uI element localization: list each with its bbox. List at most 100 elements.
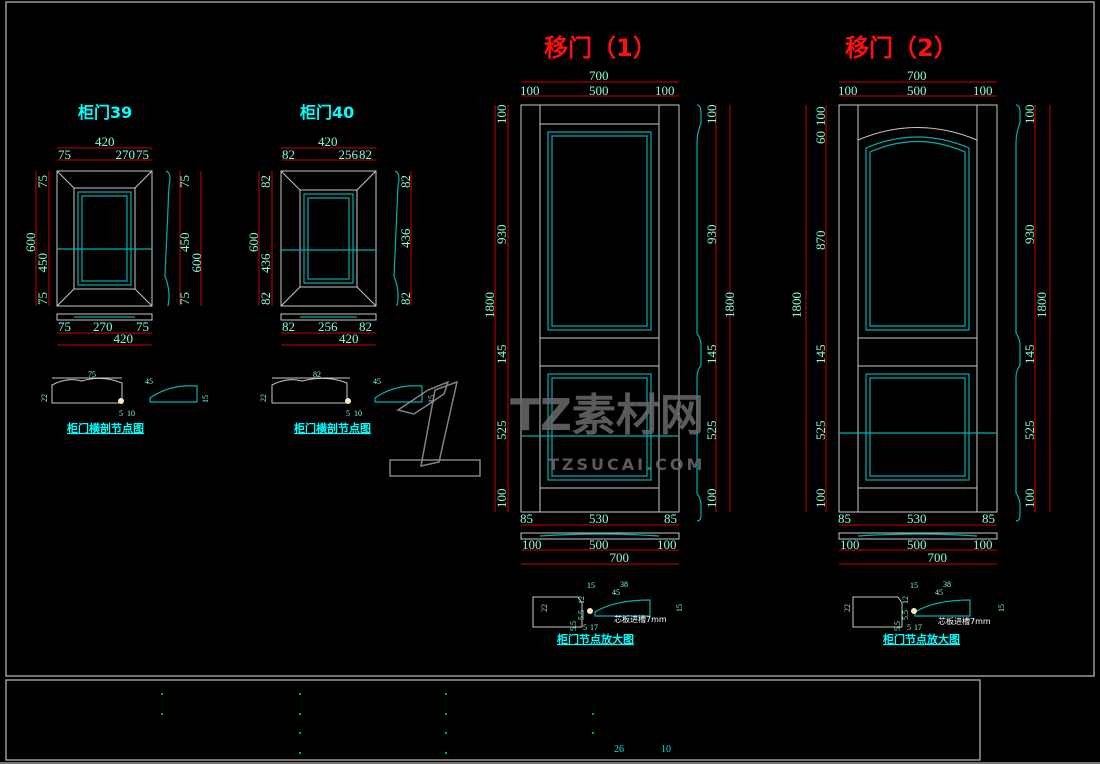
- d2-left-bottom: 100: [813, 489, 828, 509]
- d2-detail-17: 17: [914, 623, 922, 632]
- d1-bottom-right: 85: [664, 511, 677, 526]
- title-block: 26 10: [161, 693, 671, 755]
- d1-detail-22: 22: [540, 604, 549, 612]
- d1-right-rail: 145: [704, 345, 719, 365]
- c39-right-total: 600: [189, 253, 204, 273]
- c40-section-width: 82: [313, 370, 321, 379]
- c40-bottom-total: 420: [339, 331, 359, 346]
- d1-detail-12: 12: [577, 596, 586, 604]
- d1-detail-45: 45: [612, 588, 620, 597]
- d1-left-rail: 145: [494, 345, 509, 365]
- c40-top-total: 420: [318, 134, 338, 149]
- c40-bottom-right: 82: [359, 319, 372, 334]
- c39-left-top: 75: [35, 175, 50, 188]
- c39-top-right: 75: [136, 147, 149, 162]
- c39-section-detail: 75 45 22 15 5 10: [40, 370, 210, 418]
- d1-detail-15: 15: [587, 581, 595, 590]
- c39-bottom-left: 75: [58, 319, 71, 334]
- d1-detail-5b: 5.5: [569, 621, 578, 631]
- c39-bottom-right: 75: [136, 319, 149, 334]
- c39-section-caption: 柜门横剖节点图: [66, 421, 144, 435]
- d1-left-lower: 525: [494, 421, 509, 441]
- d1-bottom-left: 85: [520, 511, 533, 526]
- cabinet40-title: 柜门40: [300, 103, 354, 122]
- d1-top-right: 100: [655, 83, 675, 98]
- c39-bottom-total: 420: [114, 331, 134, 346]
- c40-left-mid: 436: [258, 253, 273, 273]
- d1-detail-15b: 15: [675, 604, 684, 612]
- c40-section-caption: 柜门横剖节点图: [293, 421, 371, 435]
- d1-detail-note: 芯板进槽7mm: [614, 614, 667, 624]
- d2-right-top: 100: [1022, 105, 1037, 125]
- c40-top-right: 82: [359, 147, 372, 162]
- c40-left-bottom: 82: [258, 292, 273, 305]
- c39-top-left: 75: [58, 147, 71, 162]
- d1-top-mid: 500: [589, 83, 609, 98]
- d1-detail: 15 38 45 22 15 12 5.5 5.5 5 17 芯板进槽7mm: [532, 580, 684, 632]
- d1-detail-5: 5: [583, 623, 587, 632]
- d1-right-lower: 525: [704, 421, 719, 441]
- c40-section-gap-b: 10: [354, 409, 362, 418]
- c39-section-width: 75: [88, 370, 96, 379]
- d1-top-total: 700: [589, 68, 609, 83]
- c40-section-reach: 45: [373, 377, 381, 386]
- watermark-url: TZSUCAI.COM: [548, 455, 705, 474]
- d2-plan-total: 700: [928, 550, 948, 565]
- d2-detail-12: 12: [901, 596, 910, 604]
- cabinet-door-40[interactable]: 柜门40 420 82 256 82 600 436 82 82 82 436 …: [246, 103, 436, 435]
- d2-left-upper: 870: [813, 231, 828, 251]
- d1-detail-caption: 柜门节点放大图: [556, 632, 634, 646]
- d2-detail-45: 45: [935, 588, 943, 597]
- sliding-door-2[interactable]: 移门（2） 700 100 500 100 1800 100 60 870 14…: [789, 34, 1051, 646]
- d1-detail-38: 38: [620, 580, 628, 589]
- d2-detail-15: 15: [910, 581, 918, 590]
- d1-plan-right: 100: [657, 537, 677, 552]
- c39-section-gap-b: 10: [127, 409, 135, 418]
- title-block-value-b: 10: [661, 744, 671, 755]
- d2-top-mid: 500: [907, 83, 927, 98]
- c39-right-top: 75: [177, 175, 192, 188]
- door1-title: 移门（1）: [544, 34, 657, 62]
- c39-section-gap-a: 5: [119, 409, 123, 418]
- d1-right-upper: 930: [704, 225, 719, 245]
- d2-plan-mid: 500: [907, 537, 927, 552]
- drawing-border: [5, 1, 1095, 677]
- d2-detail-5a: 5.5: [901, 610, 910, 620]
- watermark-logo-icon: [389, 380, 481, 477]
- c40-bottom-mid: 256: [318, 319, 338, 334]
- c40-section-detail: 82 45 22 15 5 10: [259, 370, 436, 418]
- d2-detail-note: 芯板进槽7mm: [938, 616, 991, 626]
- c40-section-height: 22: [259, 394, 268, 402]
- c39-section-panel: 15: [201, 395, 210, 403]
- watermark-brand: TZ素材网: [510, 390, 704, 441]
- d2-detail: 15 38 45 22 15 12 5.5 5.5 5 17 芯板进槽7mm: [843, 580, 1006, 632]
- d2-plan-right: 100: [973, 537, 993, 552]
- d2-left-arch: 60: [813, 131, 828, 144]
- c39-top-total: 420: [95, 134, 115, 149]
- d2-right-upper: 930: [1022, 225, 1037, 245]
- c40-bottom-left: 82: [282, 319, 295, 334]
- d1-right-bottom: 100: [704, 489, 719, 509]
- c40-right-bottom: 82: [398, 292, 413, 305]
- c39-right-bottom: 75: [177, 292, 192, 305]
- title-block-value-a: 26: [614, 744, 624, 755]
- d2-left-top: 100: [813, 107, 828, 127]
- door2-title: 移门（2）: [845, 34, 958, 62]
- d2-detail-5: 5: [907, 623, 911, 632]
- d2-left-rail: 145: [813, 345, 828, 365]
- d2-bottom-mid: 530: [907, 511, 927, 526]
- d2-detail-5b: 5.5: [893, 621, 902, 631]
- c39-section-height: 22: [40, 394, 49, 402]
- cabinet-door-39[interactable]: 柜门39 420 75 270 75 600 450 75 75 75 450 …: [23, 103, 210, 435]
- d2-bottom-right: 85: [982, 511, 995, 526]
- c40-top-mid: 256: [339, 147, 359, 162]
- d2-top-total: 700: [907, 68, 927, 83]
- sliding-door-1[interactable]: 移门（1） 700 100 500 100 1800 100 930 145 5…: [482, 34, 737, 646]
- d2-detail-caption: 柜门节点放大图: [882, 632, 960, 646]
- c39-left-mid: 450: [35, 253, 50, 273]
- d2-detail-22: 22: [843, 604, 852, 612]
- d2-right-rail: 145: [1022, 345, 1037, 365]
- c39-left-total: 600: [23, 233, 38, 253]
- watermark: TZ素材网 TZSUCAI.COM: [389, 380, 705, 477]
